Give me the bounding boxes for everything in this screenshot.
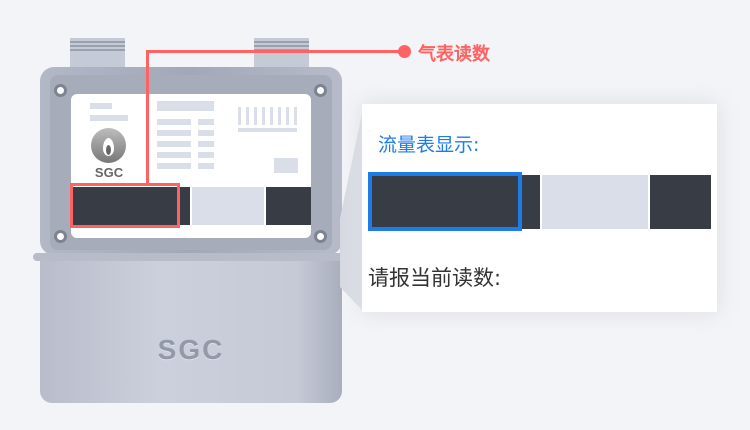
brand-logo-text: SGC xyxy=(94,165,124,180)
meter-digits-integer xyxy=(71,187,190,225)
zoom-reading-highlight xyxy=(368,172,522,231)
right-pipe xyxy=(254,38,309,70)
flame-logo-icon xyxy=(91,128,126,163)
meter-lower-body xyxy=(40,258,342,403)
meter-nameplate: SGC xyxy=(71,94,311,238)
gas-meter-illustration: SGC SGC xyxy=(0,0,360,430)
left-pipe xyxy=(70,38,125,70)
display-label: 流量表显示: xyxy=(378,134,480,156)
callout-dot-icon xyxy=(398,45,411,58)
meter-digits-decimal xyxy=(192,187,264,225)
screw-icon xyxy=(314,84,327,97)
meter-ledge xyxy=(33,253,349,261)
screw-icon xyxy=(54,230,67,243)
barcode-icon xyxy=(238,107,297,125)
prompt-label: 请报当前读数: xyxy=(368,266,502,290)
zoom-panel: 流量表显示: 请报当前读数: xyxy=(362,104,717,312)
zoom-digits-decimal xyxy=(542,175,648,229)
screw-icon xyxy=(54,84,67,97)
reading-highlight-box xyxy=(70,183,180,228)
callout-label: 气表读数 xyxy=(418,44,490,65)
meter-body-brand: SGC xyxy=(157,334,225,365)
screw-icon xyxy=(314,230,327,243)
callout-line xyxy=(146,50,149,184)
callout-line xyxy=(146,50,404,53)
